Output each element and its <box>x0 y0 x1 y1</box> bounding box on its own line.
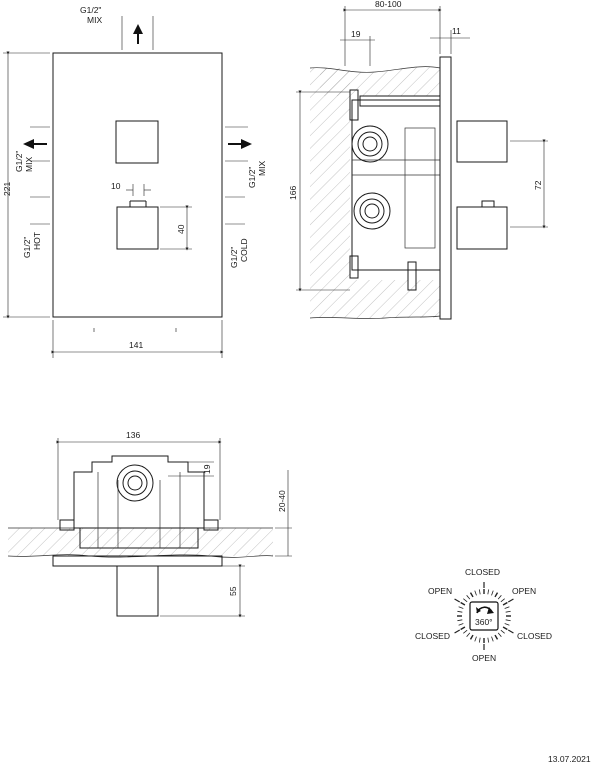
rotation-tick <box>504 606 510 609</box>
rotation-tick <box>458 623 464 626</box>
top-connector <box>116 464 154 502</box>
top-knob <box>116 565 159 617</box>
dim-11: 11 <box>452 26 461 36</box>
side-view: 80-100 11 19 166 72 <box>288 0 548 320</box>
rotation-tick <box>500 629 505 634</box>
dim-40: 40 <box>176 224 186 234</box>
rotation-tick <box>502 601 508 606</box>
rotation-tick <box>469 592 474 598</box>
rotate-arrow-icon <box>487 607 494 614</box>
mixer-box <box>351 99 441 271</box>
diverter-knob <box>115 120 159 164</box>
rotation-tick <box>478 589 481 595</box>
rotation-center-label: 360° <box>475 617 493 627</box>
rotation-tick <box>463 598 468 603</box>
top-box <box>73 455 205 529</box>
rotation-tick <box>460 601 466 606</box>
rotation-tick <box>466 595 471 600</box>
rotation-tick <box>469 634 474 640</box>
thermostat-knob <box>116 206 159 250</box>
rotation-tick <box>466 632 471 637</box>
mix-outlet-arrow-right-icon <box>228 139 252 149</box>
rotation-tick <box>497 595 502 600</box>
cold-label-line1: G1/2" <box>229 247 239 268</box>
label-closed-top: CLOSED <box>465 567 500 577</box>
rotation-pointer <box>454 629 461 634</box>
rotation-pointer <box>507 598 514 603</box>
rotation-tick <box>478 637 481 643</box>
rotation-tick <box>487 589 490 595</box>
dim-10: 10 <box>111 181 121 191</box>
dim-19-top: 19 <box>202 464 212 474</box>
front-view: G1/2" MIX G1/2" MIX G1/2" MIX G1/2" HOT … <box>2 5 267 358</box>
mix-top-label-line1: G1/2" <box>80 5 101 15</box>
dim-55: 55 <box>228 586 238 596</box>
label-closed-right: CLOSED <box>517 631 552 641</box>
mix-left-label-line2: MIX <box>24 157 34 172</box>
dim-141: 141 <box>129 340 143 350</box>
mix-connector <box>351 125 389 163</box>
rotation-tick <box>497 632 502 637</box>
rotation-tick <box>500 598 505 603</box>
rotation-tick <box>458 606 464 609</box>
hot-label-line1: G1/2" <box>22 237 32 258</box>
rotation-diagram: 360° CLOSED OPEN OPEN CLOSED CLOSED OPEN <box>415 567 552 663</box>
dim-136: 136 <box>126 430 140 440</box>
mix-right-label-line1: G1/2" <box>247 167 257 188</box>
rotation-pointer <box>454 598 461 603</box>
mix-right-label-line2: MIX <box>257 161 267 176</box>
rotation-tick <box>460 626 466 631</box>
dim-80-100: 80-100 <box>375 0 402 9</box>
side-knob-upper <box>456 120 508 163</box>
rotation-tick <box>494 634 499 640</box>
top-plate <box>52 555 223 567</box>
side-plate <box>439 56 452 320</box>
rotation-tick <box>504 623 510 626</box>
dim-19-side: 19 <box>351 29 361 39</box>
label-closed-left: CLOSED <box>415 631 450 641</box>
side-knob-lower <box>456 206 508 250</box>
supply-connector <box>353 192 391 230</box>
mix-outlet-arrow-up-icon <box>133 24 143 44</box>
rotation-tick <box>502 626 508 631</box>
rotation-pointer <box>507 629 514 634</box>
mix-left-label-line1: G1/2" <box>14 151 24 172</box>
rotation-ticks <box>454 582 514 650</box>
rotation-tick <box>474 590 477 596</box>
rotation-tick <box>491 636 494 642</box>
front-plate <box>52 52 223 318</box>
dim-20-40: 20-40 <box>277 490 287 512</box>
dim-72: 72 <box>533 180 543 190</box>
dim-166: 166 <box>288 186 298 200</box>
rotation-tick <box>457 619 463 622</box>
dim-221: 221 <box>2 182 12 196</box>
rotation-tick <box>463 629 468 634</box>
label-open-right: OPEN <box>512 586 536 596</box>
mix-outlet-arrow-left-icon <box>23 139 47 149</box>
rotation-tick <box>474 636 477 642</box>
top-view: 136 19 20-40 55 <box>7 430 292 618</box>
rotation-tick <box>487 637 490 643</box>
rotation-tick <box>457 610 463 613</box>
label-open-left: OPEN <box>428 586 452 596</box>
drawing-date: 13.07.2021 <box>548 754 591 764</box>
hot-label-line2: HOT <box>32 232 42 250</box>
rotation-tick <box>505 610 511 613</box>
rotation-tick <box>491 590 494 596</box>
rotation-tick <box>505 619 511 622</box>
mix-top-label-line2: MIX <box>87 15 102 25</box>
rotation-tick <box>494 592 499 598</box>
label-open-bottom: OPEN <box>472 653 496 663</box>
cold-label-line2: COLD <box>239 238 249 262</box>
